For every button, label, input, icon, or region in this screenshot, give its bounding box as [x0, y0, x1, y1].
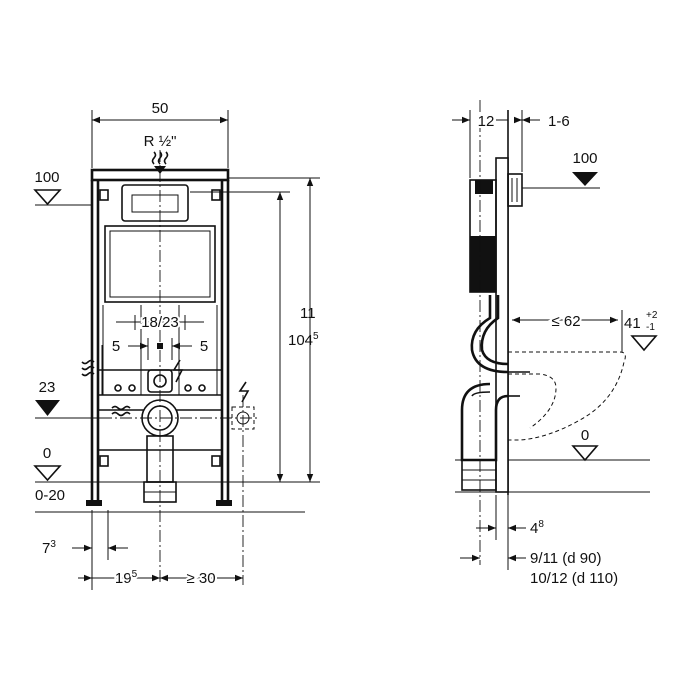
water-inlet-icon-left	[81, 359, 95, 377]
top-level-label-side: 100	[572, 150, 597, 167]
flush-plate-inner	[131, 194, 179, 213]
electric-icon-right	[238, 381, 250, 403]
drain-offset-label: 195	[115, 569, 138, 587]
floor-level-label: 0	[43, 445, 51, 462]
flush-center-marker	[157, 343, 163, 349]
top-level-label: 100	[34, 169, 59, 186]
bowl-projection-label: ≤ 62	[551, 313, 580, 330]
frame-depth-label: 12	[478, 113, 495, 130]
electric-icon	[172, 359, 184, 383]
toilet-bowl	[508, 351, 626, 441]
level-marker-floor	[33, 465, 62, 482]
drain-level-label: 23	[39, 379, 56, 396]
dim-width-label: 50	[152, 100, 169, 117]
pipe-side	[460, 295, 509, 491]
water-inlet-icon	[111, 405, 131, 417]
wall-gap-label: 1-6	[548, 113, 570, 130]
right-offset-label: 5	[200, 338, 208, 355]
frame-front	[86, 168, 232, 506]
front-view: 50 R ½" 100 1045 11 18/23 5 5 23	[33, 100, 320, 590]
floor-level-label-side: 0	[581, 427, 589, 444]
left-offset-label: 5	[112, 338, 120, 355]
bowl-height-label: 41	[624, 315, 641, 332]
pipe-offset-d90-label: 9/11 (d 90)	[530, 550, 601, 567]
bowl-height-tol-minus: -1	[646, 322, 655, 333]
right-offset-bottom-label: ≥ 30	[186, 570, 215, 587]
side-view: 12 1-6 100 ≤ 62 41 +2 -1 0 48 9/11 (d 90…	[452, 100, 658, 587]
level-marker-top	[33, 189, 62, 206]
level-marker-drain	[35, 400, 60, 416]
level-marker-top-side	[572, 172, 598, 186]
water-supply-icon	[151, 151, 169, 174]
frame-side	[469, 157, 523, 493]
wall-offset-label: 48	[530, 519, 544, 537]
supply-label: R ½"	[144, 133, 177, 150]
floor-range-label: 0-20	[35, 487, 65, 504]
flush-spacing-label: 18/23	[141, 314, 179, 331]
dim-height-label: 1045	[288, 331, 319, 349]
level-marker-bowl	[630, 335, 658, 352]
bolt-holes	[114, 384, 206, 392]
level-marker-floor-side	[571, 445, 599, 462]
bowl-height-tol-plus: +2	[646, 310, 658, 321]
foot-offset-label: 73	[42, 539, 56, 557]
pipe-offset-d110-label: 10/12 (d 110)	[530, 570, 618, 587]
dim-total-height-label: 11	[300, 305, 316, 322]
